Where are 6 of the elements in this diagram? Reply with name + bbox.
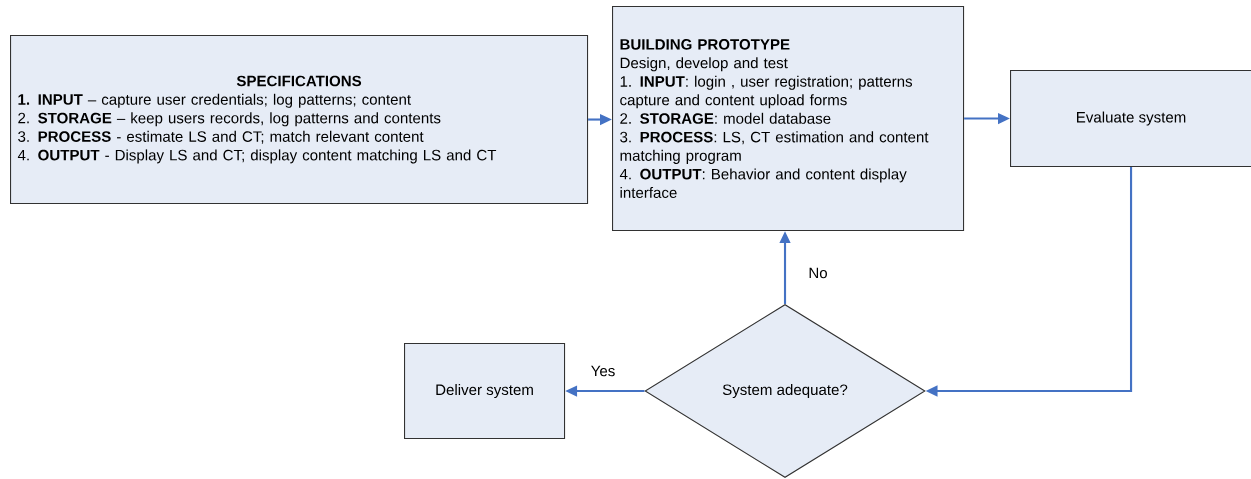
process-box: Evaluate system [1010, 70, 1251, 168]
edge-label: No [807, 266, 829, 280]
edge-label: Yes [589, 364, 617, 378]
process-box: BUILDING PROTOTYPE Design, develop and test 1. INPUT: login , user registration; patterns capture and content upload forms 2. STORAGE: model database 3. PROCESS: LS, CT estimation and content matching program 4. OUTPUT: Behavior and content display interface [612, 6, 965, 232]
process-box: Deliver system [404, 343, 566, 440]
process-box: SPECIFICATIONS 1. INPUT – capture user credentials; log patterns; content 2. STORAGE – keep users records, log patterns and contents 3. PROCESS - estimate LS and CT; match relevant content 4. OUTPUT - Display LS and CT; display content matching LS and CT [10, 35, 589, 205]
